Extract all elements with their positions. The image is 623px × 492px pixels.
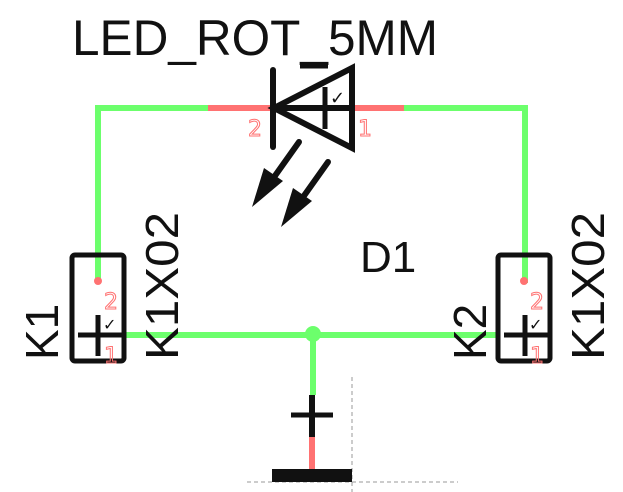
wire-junction-dot[interactable] — [305, 326, 321, 342]
wire-k1-to-led[interactable] — [95, 105, 210, 283]
k2-value-label: K1X02 — [562, 212, 614, 360]
k1-body — [69, 252, 127, 364]
led-light-arrows — [252, 139, 331, 227]
k2-designator-label: K2 — [444, 304, 496, 360]
k1-pin-2-dot[interactable] — [94, 277, 102, 285]
led-d1[interactable]: 2 1 ✓ LED_ROT_5MM D1 — [72, 10, 438, 282]
k2-pin-2-dot[interactable] — [520, 277, 528, 285]
led-arrow-2-head — [281, 188, 312, 227]
wire-led-to-k2[interactable] — [404, 105, 528, 283]
k1-pin-1-label: 1 — [104, 344, 118, 369]
k1-designator-label: K1 — [16, 304, 68, 360]
led-arrow-2-shaft — [298, 159, 331, 203]
led-arrow-1-shaft — [269, 139, 302, 183]
connector-k2[interactable]: 2 1 ✓ K2 K1X02 — [444, 212, 614, 370]
led-value-label: LED_ROT_5MM — [72, 10, 438, 66]
led-pin-1-label: 1 — [358, 117, 372, 142]
led-arrow-1-head — [252, 168, 283, 207]
k2-check-mark: ✓ — [529, 315, 542, 334]
ground-bar — [272, 469, 352, 482]
k2-pin-1-label: 1 — [530, 344, 544, 369]
k1-check-mark: ✓ — [103, 315, 116, 334]
ground-symbol[interactable] — [272, 395, 352, 482]
k2-pin-2-label: 2 — [530, 290, 544, 315]
led-check-mark: ✓ — [330, 88, 345, 109]
k1-pin-2-label: 2 — [104, 290, 118, 315]
k2-body — [495, 252, 553, 364]
connector-k1[interactable]: 2 1 ✓ K1 K1X02 — [16, 212, 188, 370]
led-designator-label: D1 — [360, 233, 416, 282]
led-pin-2-label: 2 — [248, 117, 262, 142]
k1-value-label: K1X02 — [136, 212, 188, 360]
